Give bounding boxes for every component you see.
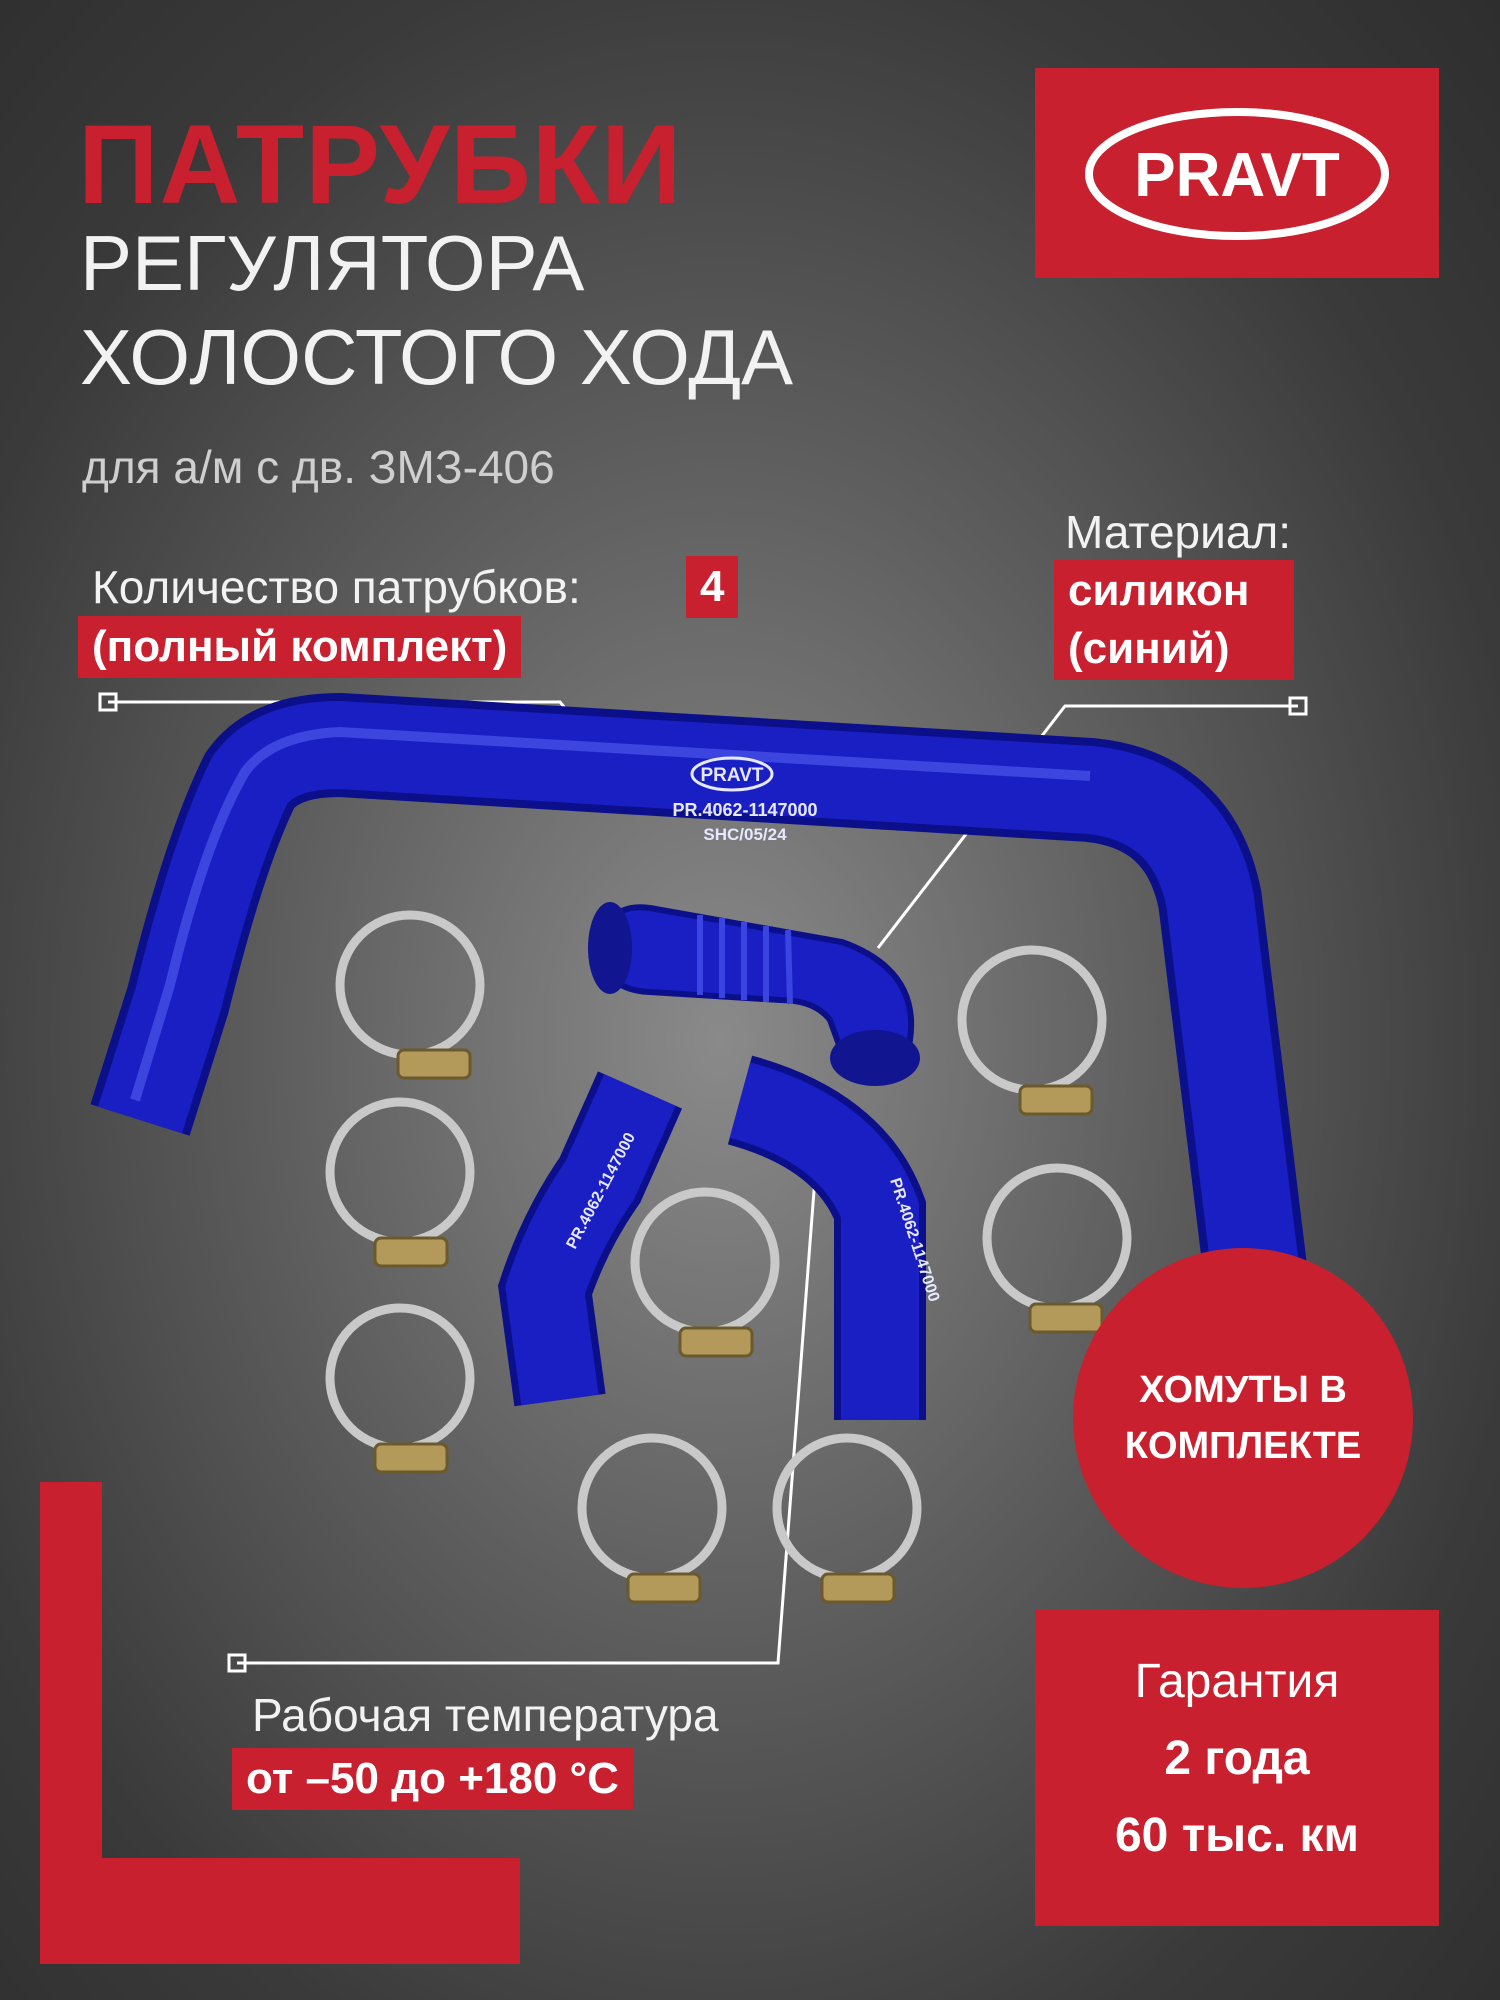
small-elbow-hose-left: PR.4062-1147000 xyxy=(497,1071,683,1407)
clamps-included-badge: ХОМУТЫ В КОМПЛЕКТЕ xyxy=(1073,1248,1413,1588)
temperature-label: Рабочая температура xyxy=(252,1689,719,1741)
clamp-6 xyxy=(772,1433,922,1583)
brand-logo-box: PRAVT xyxy=(1035,68,1439,278)
clamp-4 xyxy=(630,1187,780,1337)
quantity-label: Количество патрубков: xyxy=(92,561,581,613)
main-hose xyxy=(90,692,1307,1275)
svg-text:PRAVT: PRAVT xyxy=(701,765,764,786)
headline: ПАТРУБКИ xyxy=(78,102,683,227)
clamp-2 xyxy=(325,1097,475,1247)
hose-batch-text: SHC/05/24 xyxy=(703,825,787,844)
material-label: Материал: xyxy=(1065,506,1292,558)
temperature-value: от –50 до +180 °C xyxy=(232,1748,633,1810)
clamp-7 xyxy=(957,945,1107,1095)
corrugated-hose xyxy=(588,902,920,1086)
warranty-label: Гарантия xyxy=(1134,1655,1340,1708)
clamp-screws xyxy=(373,1048,1104,1604)
clamp-5 xyxy=(577,1433,727,1583)
clamps-badge-line1: ХОМУТЫ В xyxy=(1139,1369,1347,1411)
small-elbow-hose-right: PR.4062-1147000 xyxy=(727,1055,942,1420)
clamp-1 xyxy=(335,910,485,1060)
headline-line3: ХОЛОСТОГО ХОДА xyxy=(80,313,794,401)
hose-code-text: PR.4062-1147000 xyxy=(672,800,817,820)
clamp-8 xyxy=(982,1163,1132,1313)
main-hose-label: PRAVT PR.4062-1147000 SHC/05/24 xyxy=(672,756,818,844)
material-value: силикон (синий) xyxy=(1054,560,1294,680)
clamps-badge-line2: КОМПЛЕКТЕ xyxy=(1124,1425,1362,1467)
material-value-line1: силикон xyxy=(1068,566,1250,615)
clamp-3 xyxy=(325,1303,475,1453)
warranty-mileage: 60 тыс. км xyxy=(1114,1809,1360,1862)
hose-clamps xyxy=(325,910,1132,1583)
quantity-note: (полный комплект) xyxy=(78,616,522,678)
corner-bracket-horizontal xyxy=(40,1858,520,1964)
quantity-value: 4 xyxy=(686,556,739,618)
warranty-years: 2 года xyxy=(1164,1732,1310,1785)
brand-name: PRAVT xyxy=(1134,141,1340,210)
material-value-line2: (синий) xyxy=(1068,624,1230,673)
headline-line2: РЕГУЛЯТОРА xyxy=(80,219,585,307)
subtitle: для а/м с дв. ЗМЗ-406 xyxy=(82,441,555,493)
brand-logo: PRAVT xyxy=(1085,108,1389,240)
warranty-box: Гарантия 2 года 60 тыс. км xyxy=(1035,1610,1439,1926)
